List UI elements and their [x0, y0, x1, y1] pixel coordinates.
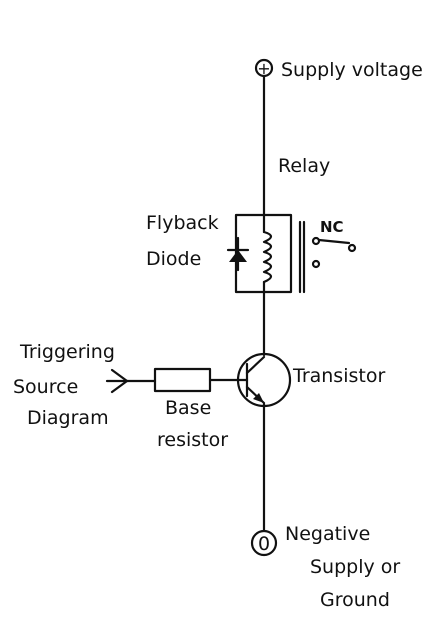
ground-terminal: 0 [250, 529, 278, 557]
negative-label-line2: Supply or [310, 556, 400, 578]
base-resistor-label-line2: resistor [157, 429, 228, 451]
flyback-diode [226, 236, 250, 272]
triggering-label-line3: Diagram [27, 407, 109, 429]
plus-symbol: + [257, 59, 270, 78]
transistor-label: Transistor [292, 365, 385, 387]
relay-label: Relay [278, 155, 330, 177]
relay-switch-contacts [311, 236, 357, 269]
triggering-label-line2: Source [13, 376, 78, 398]
base-resistor [153, 367, 212, 393]
base-resistor-label-line1: Base [165, 397, 211, 419]
negative-label-line3: Ground [320, 589, 390, 611]
trigger-input-arrow [105, 368, 157, 394]
relay-coil [262, 213, 273, 294]
triggering-label-line1: Triggering [19, 341, 115, 363]
negative-label-line1: Negative [285, 523, 370, 545]
zero-symbol: 0 [258, 533, 270, 555]
flyback-label-line1: Flyback [146, 212, 219, 234]
flyback-label-line2: Diode [146, 248, 201, 270]
supply-voltage-label: Supply voltage [281, 59, 423, 81]
nc-label: NC [320, 218, 344, 236]
